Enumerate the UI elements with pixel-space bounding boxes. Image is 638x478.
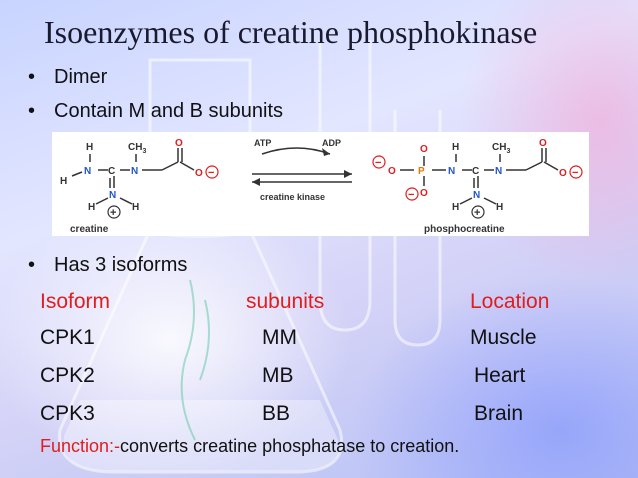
bullet-marker: • [28, 66, 36, 88]
cell-subunits: MB [262, 364, 294, 387]
adp-label: ADP [322, 138, 341, 148]
atom-o: O [195, 168, 203, 179]
table-header: Isoform subunits Location [40, 290, 620, 320]
bullet-text: Has 3 isoforms [54, 254, 188, 276]
phosphocreatine-label: phosphocreatine [424, 224, 505, 235]
cell-isoform: CPK3 [40, 402, 95, 425]
cell-subunits: MM [262, 326, 297, 349]
atom-o: O [388, 166, 396, 177]
bullet-subunits: • Contain M and B subunits [28, 100, 283, 123]
atom-n: N [495, 166, 502, 177]
header-isoform: Isoform [40, 290, 111, 313]
function-label: Function:- [40, 436, 121, 456]
atom-h: H [88, 202, 95, 213]
charge-minus: − [408, 189, 414, 201]
methyl-group: CH3 [492, 142, 510, 155]
atom-c: C [108, 166, 115, 177]
atom-h: H [60, 176, 67, 187]
cell-location: Heart [474, 364, 526, 387]
table-row: CPK2 MB Heart [40, 364, 620, 394]
bullet-text: Dimer [54, 66, 108, 88]
function-text: converts creatine phosphatase to creatio… [120, 436, 460, 456]
slide-title: Isoenzymes of creatine phosphokinase [44, 14, 538, 50]
header-subunits: subunits [246, 290, 325, 313]
function-line: Function:-converts creatine phosphatase … [40, 436, 459, 457]
table-row: CPK1 MM Muscle [40, 326, 620, 356]
atom-h: H [452, 142, 459, 153]
atom-o: O [420, 144, 428, 155]
atom-o: O [559, 168, 567, 179]
bullet-marker: • [28, 100, 36, 122]
atom-o: O [175, 138, 183, 149]
enzyme-label: creatine kinase [260, 192, 325, 202]
atom-o: O [420, 188, 428, 199]
atom-h: H [86, 142, 93, 153]
header-location: Location [470, 290, 550, 313]
cell-isoform: CPK1 [40, 326, 95, 349]
charge-plus: + [474, 207, 480, 219]
atom-n: N [84, 166, 91, 177]
atom-c: C [472, 166, 479, 177]
atom-o: O [539, 138, 547, 149]
bullet-marker: • [28, 254, 36, 276]
atom-h: H [452, 202, 459, 213]
charge-minus: − [208, 167, 214, 179]
charge-minus: − [572, 167, 578, 179]
reaction-diagram: H N H C N CH3 O O N H H − + creatine ATP… [52, 132, 589, 236]
cell-location: Muscle [470, 326, 537, 349]
atom-n: N [109, 190, 116, 201]
cell-subunits: BB [262, 402, 291, 425]
bullet-dimer: • Dimer [28, 66, 107, 89]
cell-location: Brain [474, 402, 524, 425]
atom-n: N [131, 166, 138, 177]
table-row: CPK3 BB Brain [40, 402, 620, 432]
bullet-isoforms: • Has 3 isoforms [28, 254, 187, 277]
charge-minus: − [375, 157, 381, 169]
bullet-text: Contain M and B subunits [54, 100, 284, 122]
atom-h: H [132, 202, 139, 213]
atom-n: N [448, 166, 455, 177]
atom-h: H [496, 202, 503, 213]
atom-p: P [418, 166, 425, 177]
atom-n: N [473, 190, 480, 201]
charge-plus: + [110, 207, 116, 219]
creatine-label: creatine [70, 224, 109, 235]
cell-isoform: CPK2 [40, 364, 95, 387]
atp-label: ATP [254, 138, 271, 148]
methyl-group: CH3 [128, 142, 146, 155]
